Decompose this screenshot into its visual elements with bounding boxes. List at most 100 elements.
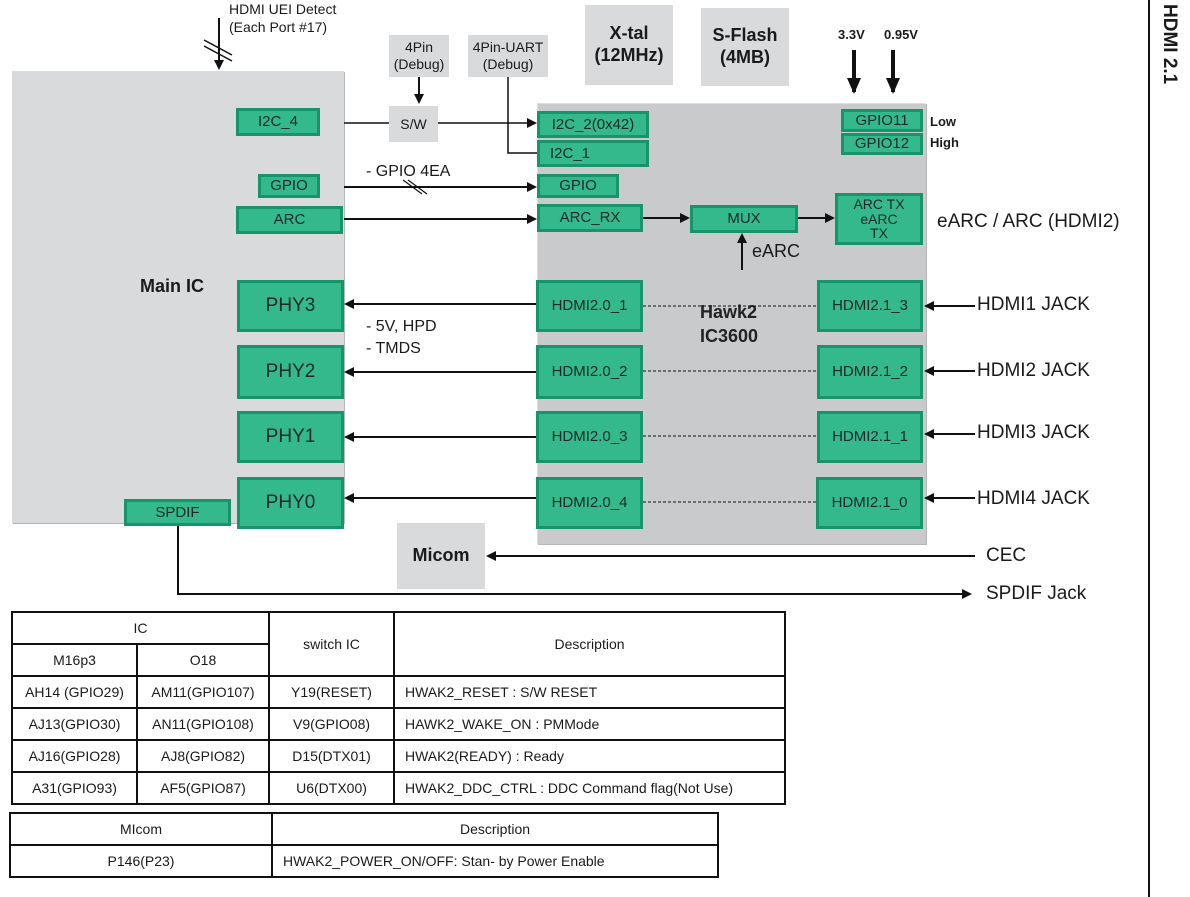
hawk-i2c1: I2C_1 [537, 140, 649, 167]
jack-label-1: HDMI1 JACK [977, 294, 1090, 315]
hpd-label: - 5V, HPD [366, 318, 437, 335]
micom-box: Micom [397, 523, 485, 589]
cell-desc: HWAK2(READY) : Ready [393, 739, 786, 773]
table-row: AJ16(GPIO28) AJ8(GPIO82) D15(DTX01) HWAK… [11, 739, 786, 773]
port-phy2: PHY2 [237, 345, 344, 399]
table-row: A31(GPIO93) AF5(GPIO87) U6(DTX00) HWAK2_… [11, 771, 786, 805]
header-o18: O18 [136, 643, 270, 677]
cell-desc: HWAK2_RESET : S/W RESET [393, 675, 786, 709]
xtal-box: X-tal(12MHz) [585, 5, 673, 85]
header-description: Description [393, 611, 786, 677]
debug-uart-line1: 4Pin-UART [472, 39, 544, 56]
switch-label: S/W [400, 115, 427, 132]
cell-desc: HWAK2_DDC_CTRL : DDC Command flag(Not Us… [393, 771, 786, 805]
earc-arc-hdmi2-label: eARC / ARC (HDMI2) [937, 211, 1120, 232]
hawk2-title-line2: IC3600 [700, 326, 759, 346]
earc-input-label: eARC [752, 241, 801, 261]
sflash-box: S-Flash(4MB) [701, 8, 789, 86]
cell-o18: AN11(GPIO108) [136, 707, 270, 741]
main-ic-title: Main IC [140, 276, 205, 296]
hawk-gpio11: GPIO11 [841, 109, 923, 132]
table-header-row: MIcom Description [9, 812, 719, 846]
cell-m16p3: AJ13(GPIO30) [11, 707, 138, 741]
cell-switch: Y19(RESET) [268, 675, 395, 709]
cell-o18: AJ8(GPIO82) [136, 739, 270, 773]
table-row: P146(P23) HWAK2_POWER_ON/OFF: Stan- by P… [9, 844, 719, 878]
port-phy0: PHY0 [237, 477, 344, 529]
gpio11-state: Low [930, 114, 956, 129]
cell-switch: U6(DTX00) [268, 771, 395, 805]
debug-4pin-line2: (Debug) [393, 56, 445, 72]
hawk-mux: MUX [690, 205, 798, 233]
jack-label-3: HDMI3 JACK [977, 422, 1090, 443]
jack-label-4: HDMI4 JACK [977, 488, 1090, 509]
hawk-in-port-0: HDMI2.1_0 [816, 477, 923, 529]
header-micom: MIcom [9, 812, 273, 846]
hawk-i2c2: I2C_2(0x42) [537, 111, 649, 138]
hawk-arc-rx: ARC_RX [537, 204, 643, 232]
micom-label: Micom [412, 545, 470, 566]
uei-bus-slash-2 [203, 45, 233, 62]
cell-micom: P146(P23) [9, 844, 273, 878]
hawk2-title-line1: Hawk2 [700, 302, 758, 322]
xtal-line2: (12MHz) [594, 45, 664, 65]
switch-box: S/W [389, 106, 438, 142]
cell-o18: AM11(GPIO107) [136, 675, 270, 709]
debug-4pin-line1: 4Pin [404, 39, 434, 56]
micom-table: MIcom Description P146(P23) HWAK2_POWER_… [9, 812, 719, 878]
hawk-in-port-3: HDMI2.1_3 [817, 280, 923, 332]
gpio-bus-slash-2 [407, 179, 428, 195]
uart-to-i2c1-wire [507, 77, 537, 154]
arc-tx-line3: TX [870, 225, 888, 242]
cell-desc: HWAK2_POWER_ON/OFF: Stan- by Power Enabl… [271, 844, 719, 878]
cell-o18: AF5(GPIO87) [136, 771, 270, 805]
page-right-border [1148, 0, 1150, 897]
hawk-in-port-1: HDMI2.1_1 [817, 411, 923, 463]
voltage-3v3-label: 3.3V [838, 27, 865, 42]
spdif-jack-label: SPDIF Jack [986, 583, 1087, 604]
hawk-in-port-2: HDMI2.1_2 [817, 345, 923, 399]
voltage-0v95-label: 0.95V [884, 27, 918, 42]
arc-tx-line2: eARC [860, 210, 898, 227]
gpio-mapping-table: IC switch IC Description M16p3 O18 AH14 … [11, 611, 786, 805]
table-row: AH14 (GPIO29) AM11(GPIO107) Y19(RESET) H… [11, 675, 786, 709]
header-description: Description [271, 812, 719, 846]
hawk-out-port-2: HDMI2.0_2 [536, 345, 643, 399]
debug-uart-line2: (Debug) [482, 56, 534, 72]
port-spdif: SPDIF [124, 499, 231, 526]
header-ic: IC [11, 611, 270, 645]
hawk-gpio12: GPIO12 [841, 133, 923, 155]
cec-label: CEC [986, 545, 1027, 566]
xtal-line1: X-tal [609, 23, 649, 44]
debug-uart-box: 4Pin-UART(Debug) [468, 35, 548, 77]
port-phy1: PHY1 [237, 411, 344, 463]
cell-switch: D15(DTX01) [268, 739, 395, 773]
table-subheader-row: M16p3 O18 [11, 643, 785, 677]
port-main-gpio: GPIO [258, 174, 320, 198]
jack-label-2: HDMI2 JACK [977, 360, 1090, 381]
side-title: HDMI 2.1 [1159, 4, 1180, 85]
cell-m16p3: A31(GPIO93) [11, 771, 138, 805]
gpio-bus-slash-1 [402, 179, 423, 195]
header-m16p3: M16p3 [11, 643, 138, 677]
gpio12-state: High [930, 135, 959, 150]
debug-4pin-box: 4Pin(Debug) [389, 35, 449, 77]
port-arc: ARC [236, 206, 343, 234]
sflash-line2: (4MB) [719, 47, 770, 67]
port-i2c4: I2C_4 [236, 108, 320, 136]
hawk-out-port-1: HDMI2.0_1 [536, 280, 643, 332]
cell-desc: HAWK2_WAKE_ON : PMMode [393, 707, 786, 741]
port-phy3: PHY3 [237, 280, 344, 332]
cell-m16p3: AJ16(GPIO28) [11, 739, 138, 773]
uei-detect-line1: HDMI UEI Detect [229, 1, 337, 17]
table-row: AJ13(GPIO30) AN11(GPIO108) V9(GPIO08) HA… [11, 707, 786, 741]
hawk-out-port-3: HDMI2.0_3 [536, 411, 643, 463]
gpio-bus-label: - GPIO 4EA [366, 163, 451, 180]
tmds-label: - TMDS [366, 340, 421, 357]
cell-switch: V9(GPIO08) [268, 707, 395, 741]
cell-m16p3: AH14 (GPIO29) [11, 675, 138, 709]
arc-tx-line1: ARC TX [853, 195, 905, 212]
table-header-row: IC switch IC Description [11, 611, 786, 677]
uei-bus-slash-1 [203, 39, 233, 56]
